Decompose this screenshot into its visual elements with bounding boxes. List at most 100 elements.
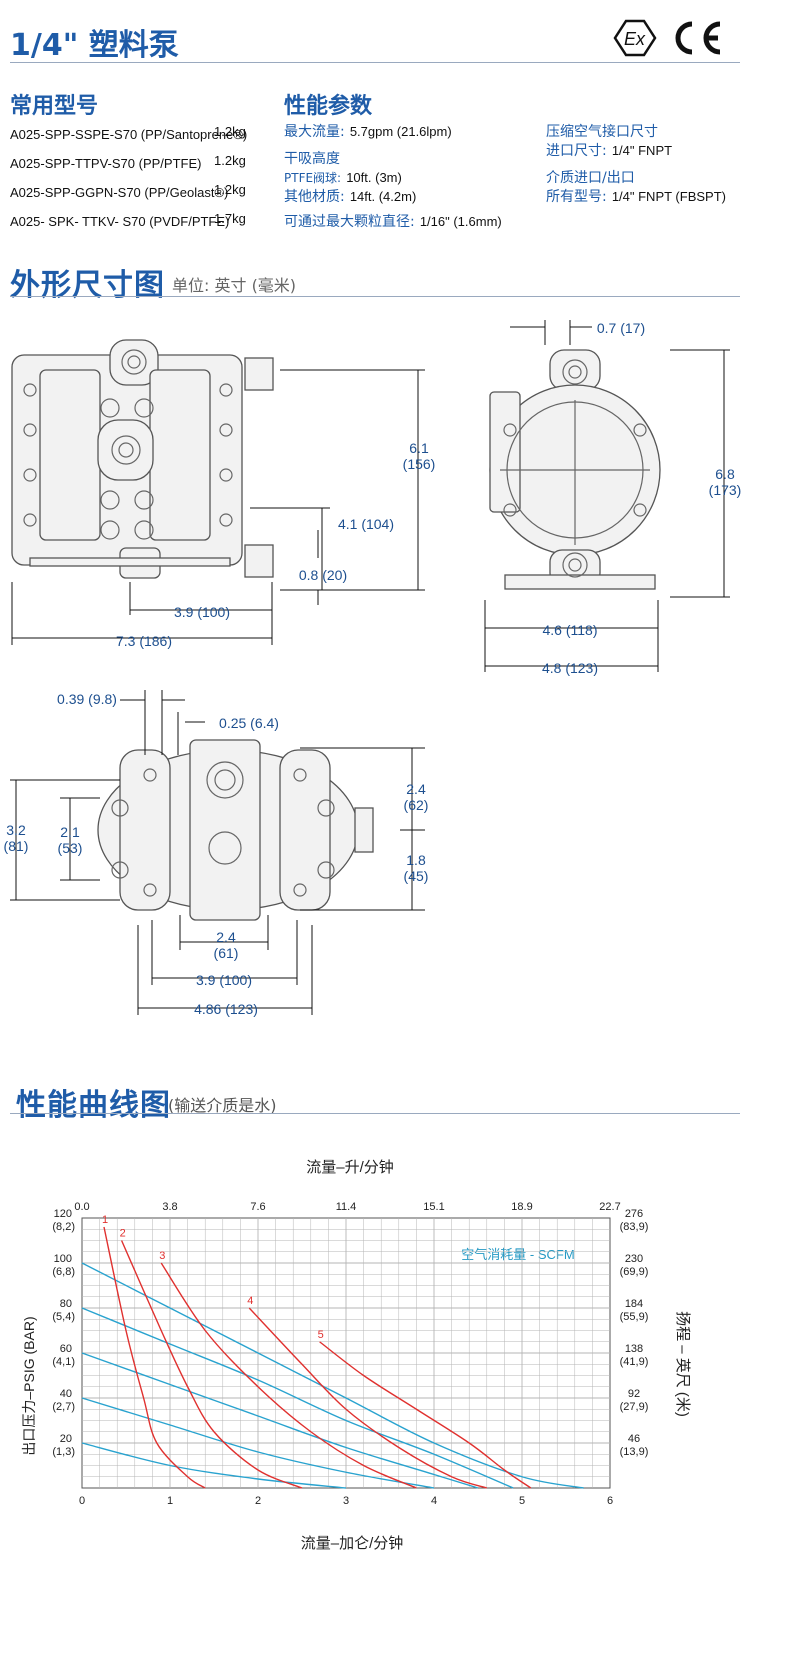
left-axis-title: 出口压力–PSIG (BAR) bbox=[21, 1316, 37, 1455]
right-tick-label: 276 bbox=[625, 1208, 643, 1220]
right-tick-label-m: (41,9) bbox=[620, 1356, 649, 1368]
air-curve-5 bbox=[319, 1341, 532, 1489]
right-tick-label: 46 bbox=[628, 1433, 640, 1445]
dim-side-air-offset: 0.7 (17) bbox=[596, 320, 646, 336]
header-divider bbox=[10, 62, 740, 63]
y-tick-label-bar: (8,2) bbox=[52, 1221, 75, 1233]
model-row: A025- SPK- TTKV- S70 (PVDF/PTFE) 1.7kg bbox=[10, 211, 270, 240]
models-table: A025-SPP-SSPE-S70 (PP/Santoprene®) 1.2kg… bbox=[10, 124, 270, 240]
max-flow-value: 5.7gpm (21.6lpm) bbox=[349, 124, 452, 139]
y-tick-label-bar: (5,4) bbox=[52, 1311, 75, 1323]
fluid-port-value: 1/4" FNPT (FBSPT) bbox=[611, 189, 726, 204]
air-curve-3 bbox=[160, 1262, 417, 1489]
model-row: A025-SPP-TTPV-S70 (PP/PTFE) 1.2kg bbox=[10, 153, 270, 182]
dim-front-width: 7.3 (186) bbox=[115, 633, 173, 649]
dim-bottom-total-width: 4.86 (123) bbox=[194, 1001, 258, 1017]
dry-lift-label: 干吸高度 bbox=[284, 151, 340, 167]
y-tick-label-bar: (1,3) bbox=[52, 1446, 75, 1458]
dim-bottom-port-offset: 0.39 (9.8) bbox=[57, 691, 117, 707]
air-curve-label: 5 bbox=[318, 1329, 324, 1341]
connection-block: 压缩空气接口尺寸 进口尺寸: 1/4" FNPT 介质进口/出口 所有型号: 1… bbox=[546, 122, 746, 206]
y-tick-label: 60 bbox=[60, 1343, 72, 1355]
right-tick-label-m: (27,9) bbox=[620, 1401, 649, 1413]
pressure-curve-20 bbox=[81, 1442, 347, 1489]
right-axis-title: 扬程 – 英尺 (米) bbox=[674, 1311, 692, 1417]
dim-side-total-width: 4.8 (123) bbox=[541, 660, 599, 676]
dimensions-heading: 外形尺寸图 bbox=[10, 268, 165, 303]
performance-heading: 性能参数 bbox=[284, 94, 373, 119]
pressure-curve-80 bbox=[81, 1307, 514, 1489]
bottom-axis-title: 流量–加仑/分钟 bbox=[301, 1535, 404, 1552]
right-tick-label: 230 bbox=[625, 1253, 643, 1265]
ce-mark-icon bbox=[668, 18, 728, 62]
y-tick-label: 40 bbox=[60, 1388, 72, 1400]
dim-side-base-width: 4.6 (118) bbox=[542, 622, 598, 638]
dim-front-outlet-height: 4.1 (104) bbox=[337, 516, 395, 532]
particle-value: 1/16" (1.6mm) bbox=[419, 214, 502, 229]
model-row: A025-SPP-GGPN-S70 (PP/Geolast®) 1.2kg bbox=[10, 182, 270, 211]
top-x-tick-label: 22.7 bbox=[599, 1201, 620, 1213]
x-tick-label: 6 bbox=[607, 1495, 613, 1507]
curve-heading: 性能曲线图 bbox=[16, 1088, 171, 1123]
air-inlet-label: 压缩空气接口尺寸 bbox=[546, 124, 658, 140]
dimensions-unit: 单位: 英寸 (毫米) bbox=[172, 276, 297, 295]
model-weight: 1.2kg bbox=[214, 182, 246, 197]
pump-side-view bbox=[470, 300, 760, 684]
other-material-label: 其他材质: bbox=[284, 189, 345, 205]
fluid-port-label: 介质进口/出口 bbox=[546, 170, 635, 186]
right-tick-label-m: (69,9) bbox=[620, 1266, 649, 1278]
pump-front-view bbox=[0, 300, 470, 664]
svg-text:Ex: Ex bbox=[624, 29, 646, 49]
dim-side-height: 6.8 (173) bbox=[708, 466, 742, 498]
dim-bottom-air-lower: 1.8 (45) bbox=[403, 852, 429, 884]
model-name: A025-SPP-TTPV-S70 (PP/PTFE) bbox=[10, 156, 202, 171]
y-tick-label: 20 bbox=[60, 1433, 72, 1445]
pressure-curve-100 bbox=[81, 1262, 584, 1489]
curve-heading-note: (输送介质是水) bbox=[168, 1096, 277, 1115]
particle-label: 可通过最大颗粒直径: bbox=[284, 214, 415, 230]
ptfe-label: PTFE阀球: bbox=[284, 171, 342, 185]
curve-divider bbox=[10, 1113, 740, 1114]
dim-bottom-foot-span: 2.4 (61) bbox=[213, 929, 239, 961]
x-tick-label: 3 bbox=[343, 1495, 349, 1507]
x-tick-label: 4 bbox=[431, 1495, 437, 1507]
right-tick-label-m: (55,9) bbox=[620, 1311, 649, 1323]
model-weight: 1.7kg bbox=[214, 211, 246, 226]
air-curve-2 bbox=[120, 1240, 303, 1489]
dim-front-height: 6.1 (156) bbox=[402, 440, 436, 472]
top-x-tick-label: 11.4 bbox=[336, 1201, 357, 1213]
top-x-tick-label: 15.1 bbox=[423, 1201, 444, 1213]
right-tick-label-m: (13,9) bbox=[620, 1446, 649, 1458]
right-tick-label: 138 bbox=[625, 1343, 643, 1355]
model-weight: 1.2kg bbox=[214, 153, 246, 168]
page-title: 1/4" 塑料泵 bbox=[10, 28, 179, 63]
dim-bottom-port-span: 3.9 (100) bbox=[195, 972, 253, 988]
air-inlet-value: 1/4" FNPT bbox=[611, 143, 673, 158]
air-curve-label: 4 bbox=[247, 1295, 253, 1307]
model-name: A025-SPP-SSPE-S70 (PP/Santoprene®) bbox=[10, 127, 248, 142]
model-name: A025-SPP-GGPN-S70 (PP/Geolast®) bbox=[10, 185, 229, 200]
x-tick-label: 5 bbox=[519, 1495, 525, 1507]
dim-front-inlet-height: 0.8 (20) bbox=[298, 567, 348, 583]
ex-certification-icon: Ex bbox=[612, 18, 658, 62]
x-tick-label: 0 bbox=[79, 1495, 85, 1507]
y-tick-label: 120 bbox=[54, 1208, 72, 1220]
top-x-tick-label: 18.9 bbox=[511, 1201, 532, 1213]
pump-bottom-view bbox=[0, 680, 470, 1024]
y-tick-label: 100 bbox=[54, 1253, 72, 1265]
y-tick-label-bar: (6,8) bbox=[52, 1266, 75, 1278]
air-curve-1 bbox=[103, 1226, 206, 1489]
dim-front-port-spacing: 3.9 (100) bbox=[173, 604, 231, 620]
pressure-curve-60 bbox=[81, 1352, 479, 1489]
dim-bottom-depth: 3.2 (81) bbox=[3, 822, 29, 854]
air-curve-label: 1 bbox=[102, 1214, 108, 1226]
right-tick-label-m: (83,9) bbox=[620, 1221, 649, 1233]
pressure-curve-40 bbox=[81, 1397, 435, 1489]
top-x-tick-label: 3.8 bbox=[162, 1201, 177, 1213]
y-tick-label: 80 bbox=[60, 1298, 72, 1310]
y-tick-label-bar: (4,1) bbox=[52, 1356, 75, 1368]
dim-bottom-foot-depth: 2.1 (53) bbox=[57, 824, 83, 856]
x-tick-label: 1 bbox=[167, 1495, 173, 1507]
dimensions-divider bbox=[10, 296, 740, 297]
ptfe-value: 10ft. (3m) bbox=[346, 170, 402, 185]
